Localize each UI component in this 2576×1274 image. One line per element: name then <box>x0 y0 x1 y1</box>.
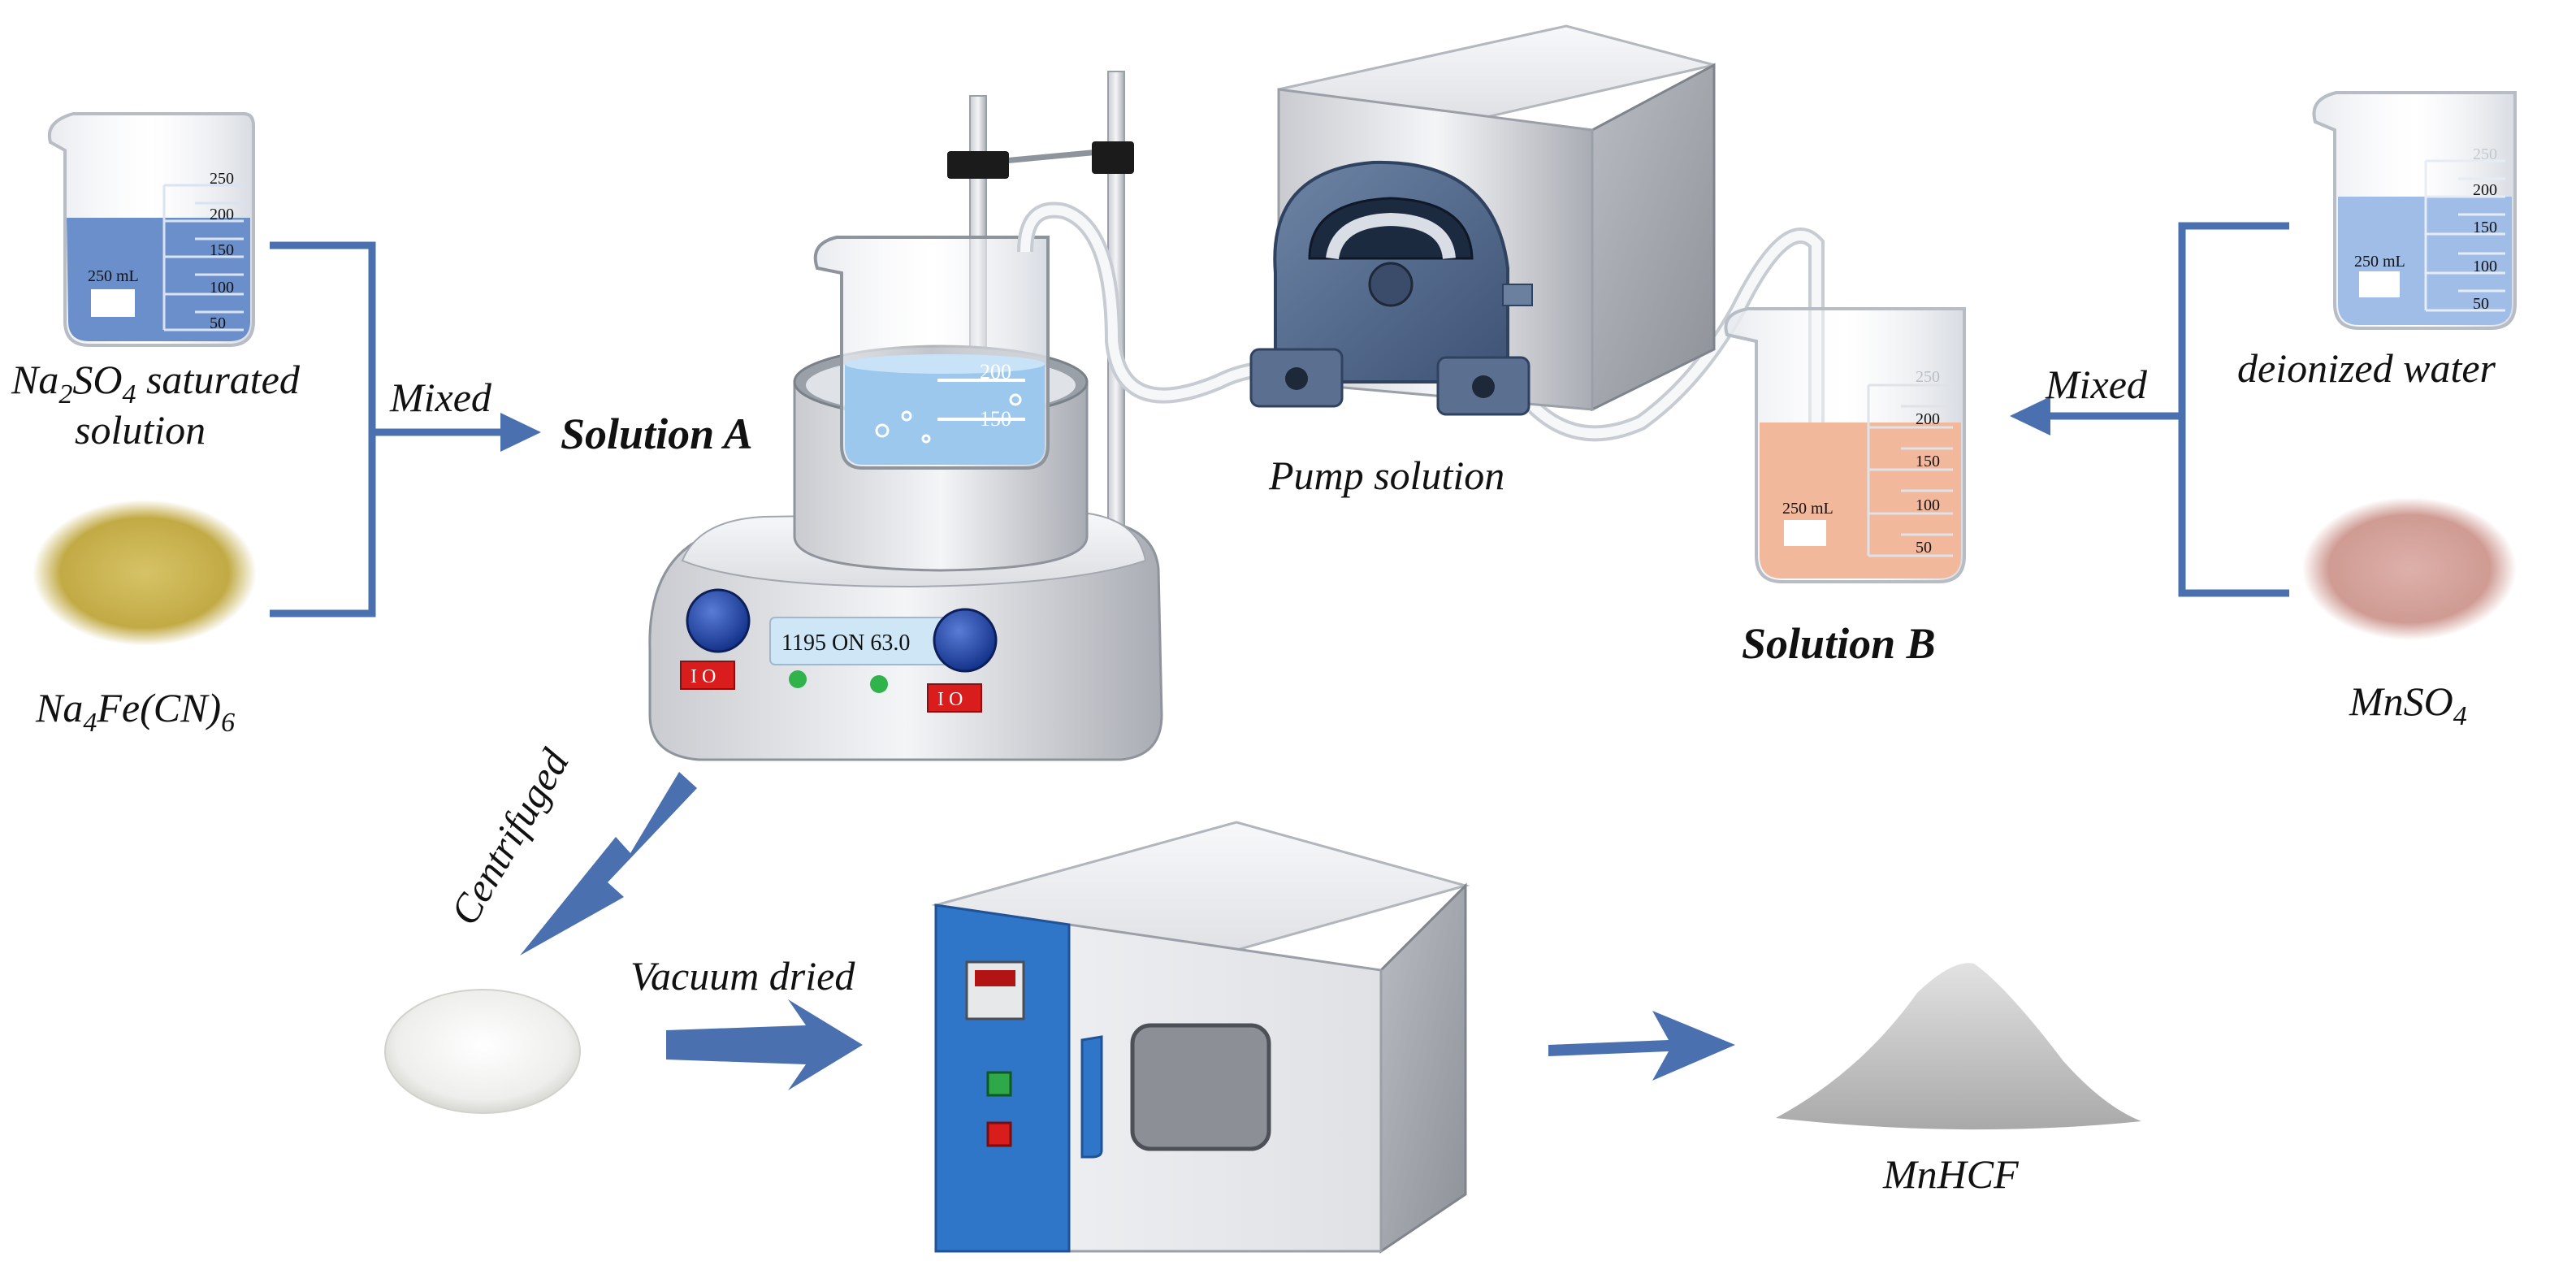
mnso4-powder <box>2302 497 2517 640</box>
na2so4-mark-100: 100 <box>210 279 234 297</box>
vacuum-oven <box>931 821 1470 1254</box>
stirrer-temp-knob[interactable] <box>933 608 998 673</box>
mixed-right-label: Mixed <box>2045 362 2148 407</box>
water-beaker-volume: 250 mL <box>2354 253 2405 271</box>
stirrer-speed-knob[interactable] <box>686 588 751 653</box>
tube-solution-a <box>1020 205 1312 401</box>
na2so4-beaker: 250 mL 250 200 150 100 50 <box>47 112 255 347</box>
na2so4-beaker-volume: 250 mL <box>88 267 139 285</box>
right-mix-arrow-head <box>2010 396 2050 436</box>
solution-b-mark-50: 50 <box>1916 539 1932 557</box>
left-mix-arrow-head <box>500 413 541 452</box>
water-mark-250: 250 <box>2473 145 2497 163</box>
left-mix-bracket <box>270 241 376 618</box>
na2so4-mark-50: 50 <box>210 314 226 332</box>
water-beaker-scale <box>2424 159 2505 312</box>
solution-b-label: Solution B <box>1742 619 1936 668</box>
mnso4-label: MnSO4 <box>2349 678 2467 731</box>
stirrer-switch-left-label: I O <box>691 666 716 687</box>
water-mark-50: 50 <box>2473 295 2489 313</box>
pump-rotor-window <box>1308 197 1474 260</box>
oven-stop-button[interactable] <box>986 1121 1012 1147</box>
na4fecn6-label: Na4Fe(CN)6 <box>35 685 235 738</box>
stirrer-display-text: 1195 ON 63.0 <box>781 630 910 656</box>
na2so4-mark-150: 150 <box>210 241 234 259</box>
oven-temp-readout <box>975 970 1015 986</box>
pump-rotor-arc <box>1326 212 1456 260</box>
deionized-water-label: deionized water <box>2237 345 2496 391</box>
centrifuged-powder <box>384 989 581 1114</box>
oven-door-handle[interactable] <box>1080 1035 1103 1159</box>
na2so4-beaker-scale <box>162 184 244 332</box>
peristaltic-pump <box>1249 24 1716 416</box>
na4fecn6-powder <box>32 500 257 646</box>
water-mark-100: 100 <box>2473 258 2497 275</box>
water-mark-150: 150 <box>2473 219 2497 236</box>
na2so4-mark-200: 200 <box>210 206 234 223</box>
solution-b-mark-200: 200 <box>1916 410 1940 428</box>
oven-window <box>1130 1023 1271 1151</box>
mixed-left-label: Mixed <box>389 375 492 420</box>
na2so4-mark-250: 250 <box>210 170 234 188</box>
mnhcf-powder-pile <box>1776 963 2141 1130</box>
centrifuged-label: Centrifuged <box>441 741 578 933</box>
vacuum-dried-label: Vacuum dried <box>630 953 855 999</box>
solution-a-label: Solution A <box>561 410 753 458</box>
clamp-left <box>947 151 1009 179</box>
na2so4-beaker-tag <box>91 289 135 317</box>
stirrer-led-right <box>870 675 888 693</box>
stirrer-switch-right[interactable] <box>927 683 982 713</box>
output-arrow <box>1548 1011 1735 1081</box>
stirrer-switch-left[interactable] <box>680 661 735 690</box>
stirrer-beaker-mark-150: 150 <box>980 407 1011 431</box>
solution-b-beaker-volume: 250 mL <box>1782 500 1834 518</box>
stirrer-switch-right-label: I O <box>937 689 963 710</box>
solution-a-beaker: 200 150 <box>813 236 1050 470</box>
clamp-right <box>1092 141 1134 174</box>
solution-b-mark-250: 250 <box>1916 368 1940 386</box>
solution-a-liquid <box>845 364 1045 465</box>
vacuum-dry-arrow <box>666 999 863 1090</box>
stirrer-led-left <box>789 670 807 688</box>
deionized-water-beaker: 250 mL 250 200 150 100 50 <box>2312 91 2517 330</box>
na2so4-label: Na2SO4 saturated <box>11 357 301 410</box>
pump-solution-label: Pump solution <box>1268 453 1504 498</box>
water-mark-200: 200 <box>2473 181 2497 199</box>
solution-b-beaker-scale <box>1867 384 1953 557</box>
right-mix-bracket <box>2178 222 2289 597</box>
centrifuge-arrow <box>520 772 697 956</box>
mnhcf-label: MnHCF <box>1882 1151 2019 1197</box>
oven-start-button[interactable] <box>986 1071 1012 1097</box>
solution-b-mark-150: 150 <box>1916 453 1940 470</box>
tube-solution-b <box>1515 231 1821 439</box>
solution-b-mark-100: 100 <box>1916 496 1940 514</box>
water-beaker-tag <box>2359 271 2400 297</box>
stirrer-beaker-mark-200: 200 <box>980 360 1011 384</box>
na2so4-label-line2: solution <box>75 407 206 453</box>
solution-b-beaker-tag <box>1784 520 1826 546</box>
solution-b-beaker: 250 mL 250 200 150 100 50 <box>1724 307 1966 583</box>
